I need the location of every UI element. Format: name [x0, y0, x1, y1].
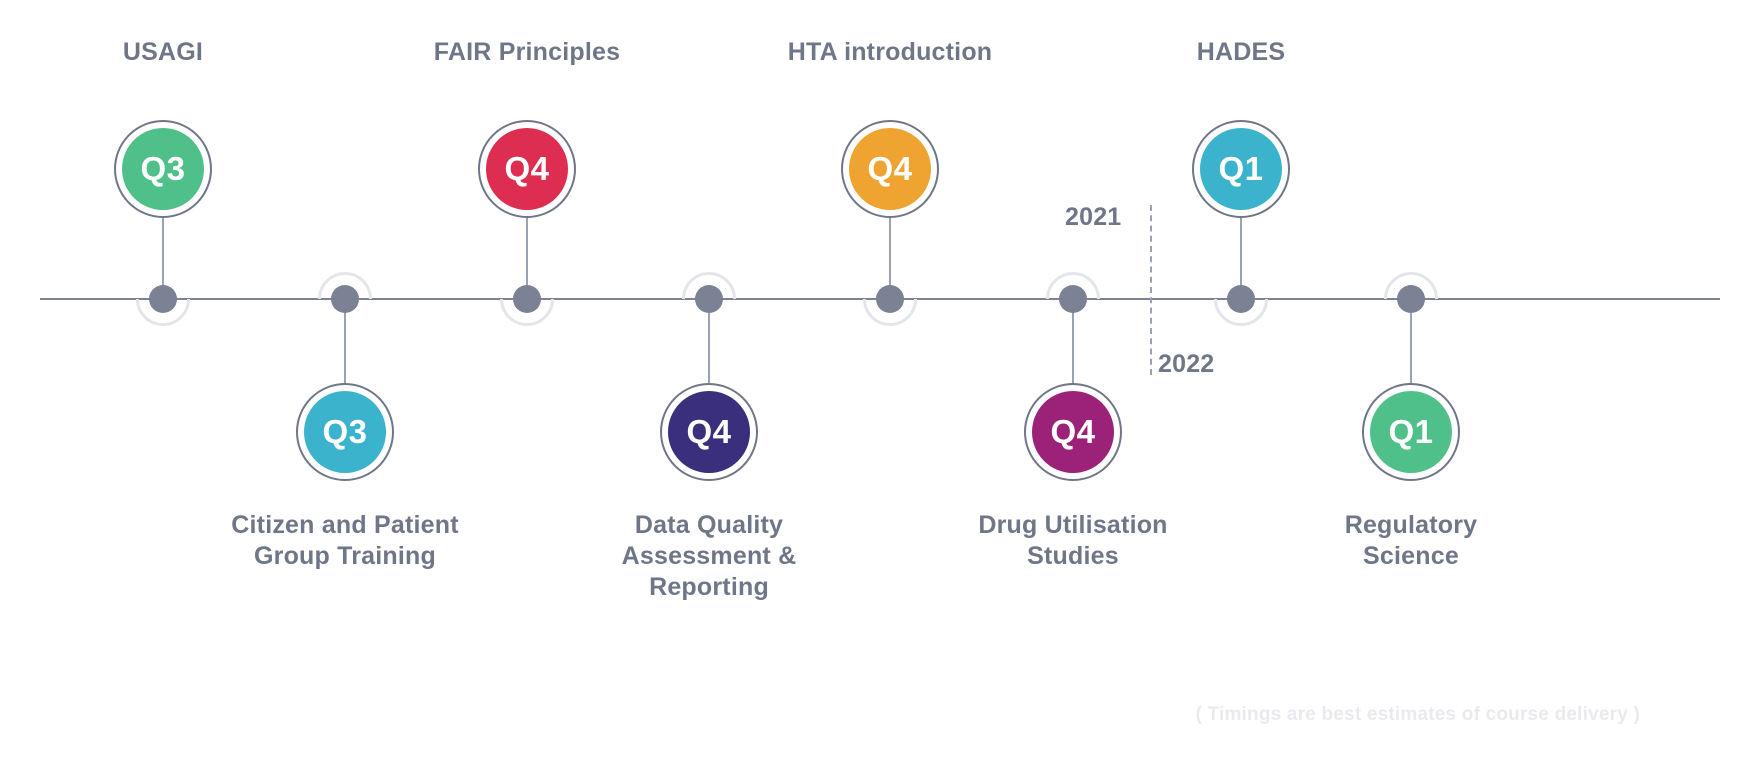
year-label-2021: 2021 — [1065, 203, 1122, 231]
quarter-label: Q4 — [668, 391, 750, 473]
milestone-title-line: Science — [1363, 542, 1459, 570]
quarter-badge-hta-introduction[interactable]: Q4 — [841, 120, 939, 218]
timeline-node-dot[interactable] — [1227, 285, 1255, 313]
milestone-title-hta-introduction: HTA introduction — [787, 38, 993, 66]
milestone-title-line: Citizen and Patient — [231, 511, 459, 539]
timeline-node-dot[interactable] — [1059, 285, 1087, 313]
connector-stem — [1410, 299, 1412, 383]
connector-stem — [162, 218, 164, 299]
quarter-badge-drug-utilisation-studies[interactable]: Q4 — [1024, 383, 1122, 481]
quarter-label: Q4 — [486, 128, 568, 210]
milestone-title-usagi: USAGI — [122, 38, 204, 66]
quarter-label: Q4 — [849, 128, 931, 210]
connector-stem — [1240, 218, 1242, 299]
quarter-badge-hades[interactable]: Q1 — [1192, 120, 1290, 218]
year-label-2022: 2022 — [1158, 350, 1215, 378]
timeline-node-dot[interactable] — [513, 285, 541, 313]
quarter-label: Q1 — [1370, 391, 1452, 473]
quarter-label: Q1 — [1200, 128, 1282, 210]
quarter-badge-usagi[interactable]: Q3 — [114, 120, 212, 218]
quarter-label: Q4 — [1032, 391, 1114, 473]
year-divider — [1150, 205, 1152, 375]
milestone-title-line: Group Training — [254, 542, 436, 570]
connector-stem — [1072, 299, 1074, 383]
timeline-node-dot[interactable] — [695, 285, 723, 313]
milestone-title-fair-principles: FAIR Principles — [433, 38, 621, 66]
milestone-title-line: Studies — [1027, 542, 1119, 570]
connector-stem — [344, 299, 346, 383]
quarter-badge-regulatory-science[interactable]: Q1 — [1362, 383, 1460, 481]
timeline-node-dot[interactable] — [331, 285, 359, 313]
timeline-node-dot[interactable] — [1397, 285, 1425, 313]
quarter-badge-citizen-and-patient-group-training[interactable]: Q3 — [296, 383, 394, 481]
timeline-node-dot[interactable] — [876, 285, 904, 313]
milestone-title-hades: HADES — [1196, 38, 1286, 66]
quarter-label: Q3 — [122, 128, 204, 210]
quarter-badge-data-quality-assessment-and-reporting[interactable]: Q4 — [660, 383, 758, 481]
quarter-label: Q3 — [304, 391, 386, 473]
connector-stem — [889, 218, 891, 299]
milestone-title-line: Assessment & — [621, 542, 797, 570]
milestone-title-line: Data Quality — [634, 511, 784, 539]
quarter-badge-fair-principles[interactable]: Q4 — [478, 120, 576, 218]
connector-stem — [526, 218, 528, 299]
milestone-title-line: Regulatory — [1344, 511, 1478, 539]
timeline-node-dot[interactable] — [149, 285, 177, 313]
footer-disclaimer: ( Timings are best estimates of course d… — [1195, 704, 1640, 725]
milestone-title-line: Reporting — [649, 573, 769, 601]
connector-stem — [708, 299, 710, 383]
milestone-title-line: Drug Utilisation — [978, 511, 1168, 539]
